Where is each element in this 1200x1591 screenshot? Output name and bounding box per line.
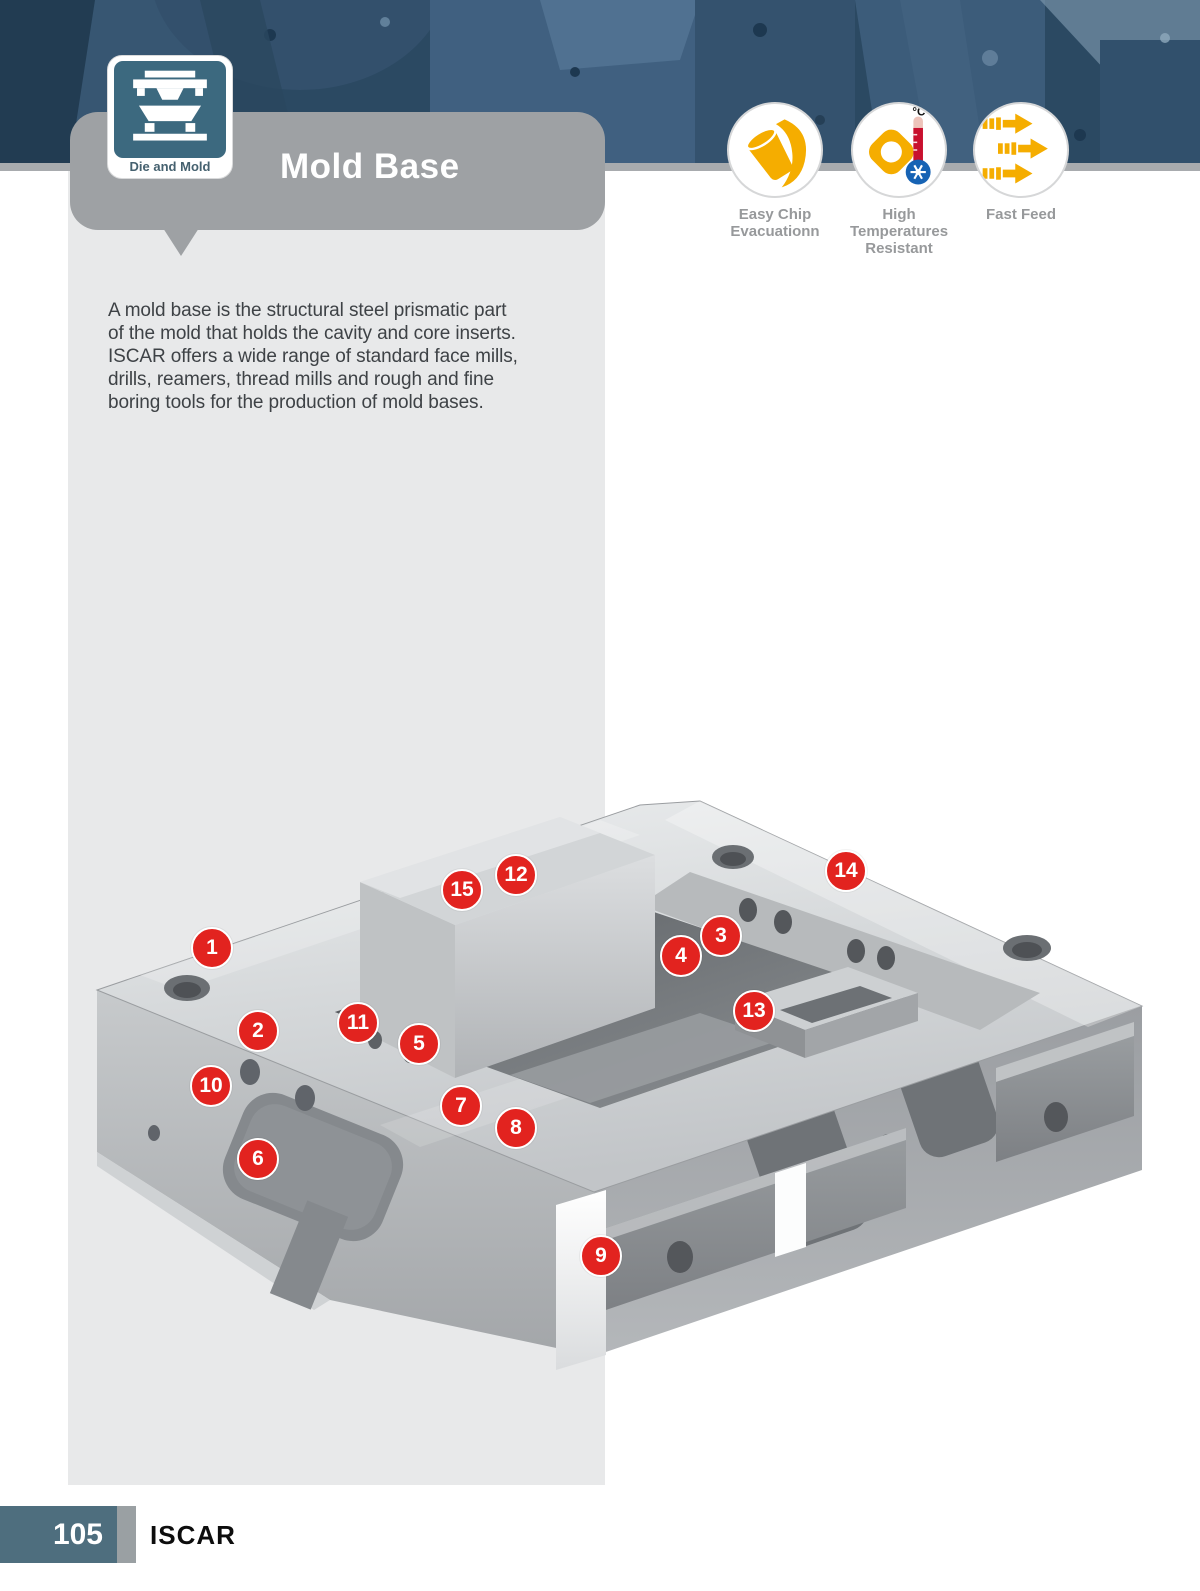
callout-1: 1: [191, 927, 233, 969]
high-temperature-icon: °C: [851, 102, 947, 198]
callout-3: 3: [700, 915, 742, 957]
callout-4: 4: [660, 935, 702, 977]
description-line: drills, reamers, thread mills and rough …: [108, 369, 494, 390]
feature-easy-chip-evacuation: Easy Chip Evacuationn: [720, 102, 830, 240]
callout-8: 8: [495, 1107, 537, 1149]
footer-gray-square: [117, 1506, 136, 1563]
page-title: Mold Base: [280, 147, 460, 186]
description-line: A mold base is the structural steel pris…: [108, 300, 507, 321]
callout-11: 11: [337, 1002, 379, 1044]
callout-14: 14: [825, 850, 867, 892]
category-badge-card: Die and Mold: [107, 55, 233, 179]
description-line: ISCAR offers a wide range of standard fa…: [108, 346, 518, 367]
die-and-mold-icon: [114, 61, 226, 158]
chip-evacuation-icon: [727, 102, 823, 198]
callout-15: 15: [441, 869, 483, 911]
callout-7: 7: [440, 1085, 482, 1127]
callout-12: 12: [495, 854, 537, 896]
callout-2: 2: [237, 1010, 279, 1052]
callout-9: 9: [580, 1235, 622, 1277]
description: A mold base is the structural steel pris…: [108, 299, 588, 414]
bubble-tail: [163, 228, 199, 256]
fast-feed-icon: [973, 102, 1069, 198]
callout-13: 13: [733, 990, 775, 1032]
brand-logo: ISCAR: [150, 1520, 236, 1550]
callout-6: 6: [237, 1138, 279, 1180]
callout-10: 10: [190, 1065, 232, 1107]
description-line: of the mold that holds the cavity and co…: [108, 323, 516, 344]
feature-label: High Temperatures Resistant: [849, 206, 949, 257]
mold-base-3d-image: [95, 800, 1144, 1370]
feature-label: Easy Chip Evacuationn: [730, 206, 820, 240]
feature-high-temperatures-resistant: °C High Temperatures Resistant: [844, 102, 954, 257]
description-line: boring tools for the production of mold …: [108, 392, 484, 413]
footer-page-number: 105: [0, 1506, 117, 1563]
feature-fast-feed: Fast Feed: [966, 102, 1076, 223]
temperature-unit-label: °C: [912, 107, 925, 119]
category-badge-label: Die and Mold: [129, 159, 211, 174]
feature-label: Fast Feed: [985, 206, 1057, 223]
callout-5: 5: [398, 1023, 440, 1065]
